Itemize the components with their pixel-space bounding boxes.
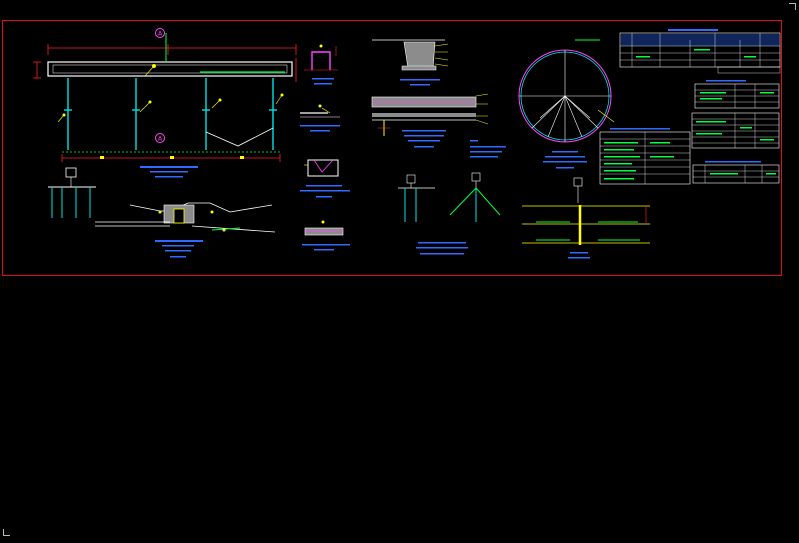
slab-long-leaders xyxy=(475,93,489,125)
section-marker-bottom[interactable]: A xyxy=(155,133,165,143)
box-title xyxy=(300,185,350,198)
pile-details[interactable] xyxy=(398,172,501,255)
piles-a xyxy=(404,188,417,222)
outlet-rebar xyxy=(211,227,241,231)
abutment-piles xyxy=(51,187,91,218)
deck-inner xyxy=(52,64,288,74)
top-dimension xyxy=(47,44,297,55)
slab-section-top xyxy=(403,41,436,69)
bracing xyxy=(205,127,274,147)
circle-title xyxy=(543,151,587,169)
section-title xyxy=(155,240,203,258)
materials-table[interactable] xyxy=(694,80,780,109)
specs-table[interactable] xyxy=(691,112,780,149)
section-leaders xyxy=(158,210,226,232)
stirrup-title xyxy=(312,78,334,85)
bridge-deck xyxy=(47,61,293,77)
quantities-table[interactable] xyxy=(619,29,781,74)
circular-section[interactable] xyxy=(518,39,615,169)
battered-piles xyxy=(449,187,501,216)
loads-table[interactable] xyxy=(599,128,691,185)
slab-long-title xyxy=(402,130,446,148)
elevation-title xyxy=(140,166,198,178)
detail-column-middle[interactable] xyxy=(300,44,350,251)
left-dimension xyxy=(33,58,297,82)
culvert-opening xyxy=(173,208,185,224)
radial-lines xyxy=(519,50,611,142)
piers xyxy=(64,78,277,150)
sheet-border xyxy=(2,20,782,276)
bridge-elevation[interactable]: A A xyxy=(33,28,297,178)
tables[interactable] xyxy=(599,29,781,185)
summary-table[interactable] xyxy=(692,161,780,184)
viewport-corner-bottom-left xyxy=(3,529,10,536)
bar-title xyxy=(300,125,340,132)
deck-slab-details[interactable] xyxy=(371,39,506,158)
notes-legend xyxy=(470,140,506,158)
plate-title xyxy=(302,244,350,251)
box-section xyxy=(307,159,339,177)
joint-title xyxy=(568,252,590,259)
leader-markers xyxy=(62,64,284,159)
section-marker-label: A xyxy=(158,136,163,143)
plate-detail xyxy=(304,227,344,236)
leader-lines xyxy=(57,65,283,123)
stirrup-detail xyxy=(311,51,331,70)
channel-profile xyxy=(129,202,273,213)
joint-detail[interactable] xyxy=(522,177,650,259)
label-box xyxy=(65,167,77,178)
viewport-corner-top-right xyxy=(789,3,796,10)
section-marker-top[interactable]: A xyxy=(155,28,165,38)
slab-top-leaders xyxy=(434,43,449,67)
section-marker-label: A xyxy=(158,31,163,38)
pile-title xyxy=(416,242,468,255)
slab-top-title xyxy=(400,79,440,86)
pipe-outlet xyxy=(191,225,276,233)
abutment-section[interactable] xyxy=(48,167,276,258)
